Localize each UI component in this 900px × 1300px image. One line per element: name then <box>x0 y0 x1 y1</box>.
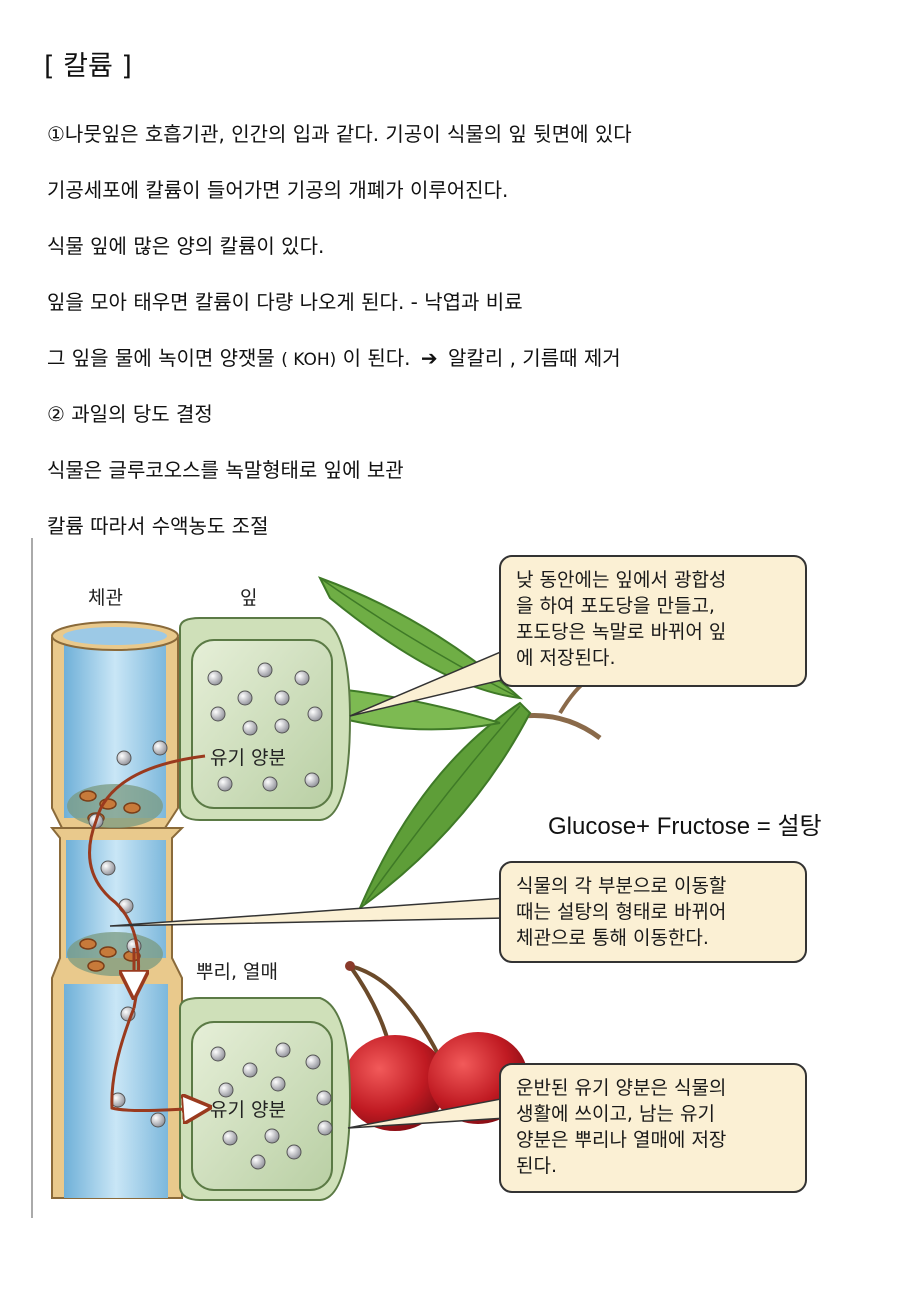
text-line-5: 그 잎을 물에 녹이면 양잿물 ( KOH) 이 된다. ➔ 알칼리 , 기름때… <box>47 342 621 371</box>
label-organic-nutrient-top: 유기 양분 <box>210 747 286 769</box>
callout1-line-3: 포도당은 녹말로 바뀌어 잎 <box>516 621 726 643</box>
text-line-1: ①나뭇잎은 호흡기관, 인간의 입과 같다. 기공이 식물의 잎 뒷면에 있다 <box>47 122 632 146</box>
text-line-6: ② 과일의 당도 결정 <box>47 402 213 426</box>
callout-transport: 식물의 각 부분으로 이동할 때는 설탕의 형태로 바뀌어 체관으로 통해 이동… <box>109 861 807 963</box>
label-root-fruit: 뿌리, 열매 <box>196 961 278 983</box>
label-phloem: 체관 <box>88 587 123 609</box>
text-line-5-b: 이 된다. <box>342 346 411 370</box>
leaf-cell <box>179 617 352 821</box>
text-line-8: 칼륨 따라서 수액농도 조절 <box>47 514 269 538</box>
text-line-2: 기공세포에 칼륨이 들어가면 기공의 개폐가 이루어진다. <box>47 178 509 202</box>
callout1-line-1: 낮 동안에는 잎에서 광합성 <box>516 569 726 591</box>
label-organic-nutrient-bottom: 유기 양분 <box>210 1099 286 1121</box>
callout3-line-1: 운반된 유기 양분은 식물의 <box>516 1077 726 1099</box>
right-arrow-icon: ➔ <box>420 346 438 370</box>
label-leaf: 잎 <box>240 587 257 609</box>
callout1-line-2: 을 하여 포도당을 만들고, <box>516 595 715 617</box>
callout1-line-4: 에 저장된다. <box>516 647 615 669</box>
text-line-5-c: 알칼리 , 기름때 제거 <box>448 346 621 370</box>
sugar-formula: Glucose+ Fructose = 설탕 <box>548 813 822 840</box>
phloem-transport-diagram: 체관 잎 뿌리, 열매 유기 양분 유기 양분 낮 동안에는 잎에서 광합성 을… <box>31 538 807 1218</box>
callout2-line-2: 때는 설탕의 형태로 바뀌어 <box>516 901 726 923</box>
callout-storage: 운반된 유기 양분은 식물의 생활에 쓰이고, 남는 유기 양분은 뿌리나 열매… <box>347 1063 807 1193</box>
text-line-4: 잎을 모아 태우면 칼륨이 다량 나오게 된다. - 낙엽과 비료 <box>47 290 523 314</box>
callout3-line-3: 양분은 뿌리나 열매에 저장 <box>516 1129 726 1151</box>
callout2-line-1: 식물의 각 부분으로 이동할 <box>516 875 726 897</box>
text-line-3: 식물 잎에 많은 양의 칼륨이 있다. <box>47 234 325 258</box>
callout2-line-3: 체관으로 통해 이동한다. <box>516 927 709 949</box>
text-line-5-koh: ( KOH) <box>281 350 337 370</box>
callout-photosynthesis: 낮 동안에는 잎에서 광합성 을 하여 포도당을 만들고, 포도당은 녹말로 바… <box>349 555 807 717</box>
callout3-line-4: 된다. <box>516 1155 557 1177</box>
nutrient-flow-arrows <box>88 754 205 1111</box>
page-heading: [ 칼륨 ] <box>44 51 132 82</box>
callout3-line-2: 생활에 쓰이고, 남는 유기 <box>516 1103 715 1125</box>
text-line-7: 식물은 글루코오스를 녹말형태로 잎에 보관 <box>47 458 404 482</box>
text-line-5-a: 그 잎을 물에 녹이면 양잿물 <box>47 346 275 370</box>
